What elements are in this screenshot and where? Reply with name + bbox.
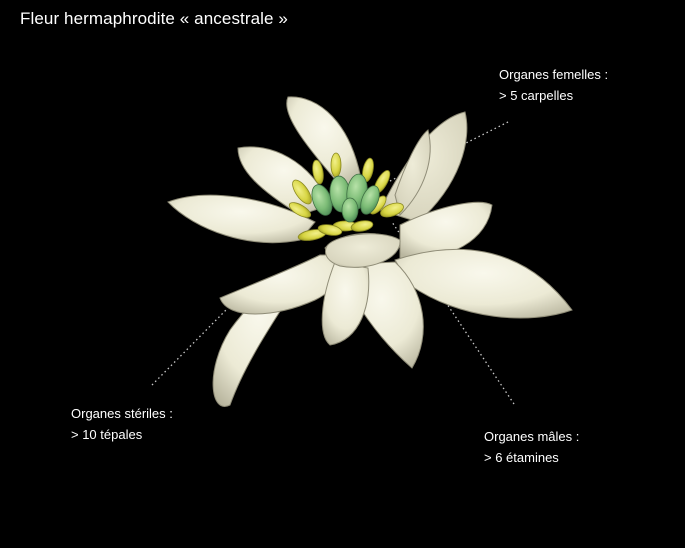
label-sterile-line2: > 10 tépales <box>71 427 143 442</box>
carpels <box>311 173 380 223</box>
stamen <box>330 152 342 178</box>
tepal <box>394 129 431 216</box>
label-male-line2: > 6 étamines <box>484 450 559 465</box>
diagram-title: Fleur hermaphrodite « ancestrale » <box>20 9 288 28</box>
label-male-organs: Organes mâles : > 6 étamines <box>484 426 579 468</box>
stamen <box>317 224 343 236</box>
tepals-front <box>212 232 424 407</box>
tepal <box>325 233 401 268</box>
label-female-line2: > 5 carpelles <box>499 88 574 103</box>
label-female-line1: Organes femelles : <box>499 67 609 82</box>
tepal <box>219 254 341 315</box>
tepals-right <box>394 201 573 319</box>
leader-line-male <box>391 221 515 405</box>
tepal <box>321 261 370 346</box>
tepal <box>167 194 316 244</box>
carpel <box>341 197 359 223</box>
label-female-organs: Organes femelles : > 5 carpelles <box>499 64 608 106</box>
leader-lines <box>151 121 515 405</box>
tepal <box>394 248 573 319</box>
label-sterile-line1: Organes stériles : <box>71 406 173 421</box>
stamen <box>292 179 312 205</box>
carpel <box>360 185 380 215</box>
stamen <box>288 202 312 218</box>
leader-line-female <box>371 121 509 191</box>
stamen <box>380 202 404 218</box>
label-sterile-organs: Organes stériles : > 10 tépales <box>71 403 173 445</box>
stamen <box>312 159 324 185</box>
stamen <box>350 220 374 232</box>
label-male-line1: Organes mâles : <box>484 429 580 444</box>
tepal <box>286 96 363 186</box>
